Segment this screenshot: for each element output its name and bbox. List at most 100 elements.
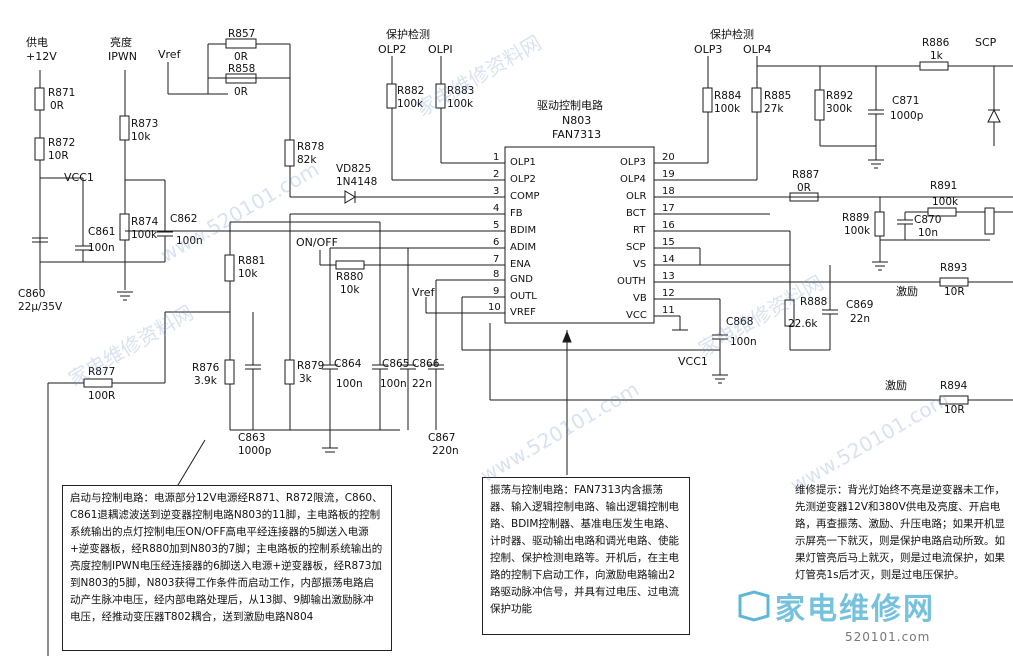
c868-val: 100n [730,336,757,348]
c866-val: 22n [412,378,433,390]
repair-note-text: 维修提示：背光灯始终不亮是逆变器未工作，先测逆变器12V和380V供电及亮度、开… [795,484,1005,581]
vref-top-label: Vref [158,48,181,61]
protect-left-label: 保护检测 [386,28,430,41]
vd825-val: 1N4148 [336,176,378,188]
r858-val: 0R [234,86,248,98]
logo-subtext: 520101.com [845,630,931,644]
r891-val: 100k [932,196,959,208]
c862-val: 100n [176,235,203,247]
logo-text: 家电维修网 [775,592,935,627]
r885-ref: R885 [764,90,792,102]
c861-ref: C861 [88,226,116,238]
c860-val: 22μ/35V [18,301,63,313]
r882-val: 100k [397,98,424,110]
pin-name-olp1: OLP1 [510,157,536,168]
pin-num-16: 16 [662,220,675,231]
r874-ref: R874 [131,216,159,228]
pin-name-outh: OUTH [617,276,646,287]
c862-ref: C862 [170,213,198,225]
c860-ref: C860 [18,288,46,300]
brightness-title: 亮度 [110,36,132,49]
pin-name-olp4: OLP4 [620,174,646,185]
olp4-top-label: OLP4 [743,43,772,56]
pin-name-bdim: BDIM [510,225,537,236]
chip-title: 驱动控制电路 [537,99,603,112]
brightness-ipwn-label: IPWN [108,50,137,63]
pin-num-15: 15 [662,237,675,248]
pin-name-vb: VB [633,293,647,304]
c869-ref: C869 [846,299,874,311]
vd825-ref: VD825 [336,163,372,175]
r878-val: 82k [297,154,317,166]
c861-val: 100n [88,242,115,254]
pin-num-7: 7 [493,254,500,265]
oscillator-note-box: 振荡与控制电路：FAN7313内含振荡器、输入逻辑控制电路、输出逻辑控制电路、B… [482,477,690,635]
r888-val: 22.6k [788,318,818,330]
r878-ref: R878 [297,141,325,153]
logo-icon [738,590,770,622]
oscillator-note-text: 振荡与控制电路：FAN7313内含振荡器、输入逻辑控制电路、输出逻辑控制电路、B… [490,484,679,615]
pin-name-vs: VS [633,259,647,270]
r877-val: 100R [88,390,116,402]
r872-val: 10R [48,150,69,162]
r871-val: 0R [50,100,64,112]
vref-mid-label: Vref [412,286,435,299]
r885-val: 27k [764,103,784,115]
pin-name-olr: OLR [626,191,647,202]
pin-name-olp3: OLP3 [620,157,646,168]
c864-val: 100n [336,378,363,390]
pin-name-olp2: OLP2 [510,174,536,185]
r886-val: 1k [930,50,943,62]
pin-num-11: 11 [662,305,675,316]
c867-val: 220n [432,445,459,457]
pin-name-comp: COMP [510,191,540,202]
c865-ref: C865 [382,358,410,370]
repair-note: 维修提示：背光灯始终不亮是逆变器未工作，先测逆变器12V和380V供电及亮度、开… [795,482,1005,584]
r889-val: 100k [844,225,871,237]
pin-num-9: 9 [493,286,500,297]
r887-val: 0R [797,182,811,194]
r880-ref: R880 [336,271,364,283]
r858-ref: R858 [228,63,256,75]
pin-name-rt: RT [633,225,646,236]
r886-ref: R886 [922,37,950,49]
c871-ref: C871 [892,95,920,107]
olp3-top-label: OLP3 [694,43,723,56]
pin-name-outl: OUTL [510,291,537,302]
pin-name-fb: FB [510,208,523,219]
r881-val: 10k [238,268,258,280]
startup-note-text: 启动与控制电路：电源部分12V电源经R871、R872限流，C860、C861退… [70,492,383,623]
r871-ref: R871 [48,87,76,99]
pin-num-8: 8 [493,269,500,280]
pin-name-bct: BCT [626,208,646,219]
pin-num-5: 5 [493,220,500,231]
r873-val: 10k [131,131,151,143]
pin-num-20: 20 [662,152,675,163]
protect-right-label: 保护检测 [710,28,754,41]
r888-ref: R888 [800,296,828,308]
c870-val: 10n [918,227,939,239]
r882-ref: R882 [397,85,425,97]
pin-num-19: 19 [662,169,675,180]
vcc1-right-label: VCC1 [678,355,708,368]
r873-ref: R873 [131,118,159,130]
pin-num-1: 1 [493,152,500,163]
pin-num-10: 10 [488,302,501,313]
r883-ref: R883 [447,85,475,97]
pin-num-2: 2 [493,169,500,180]
r884-val: 100k [714,103,741,115]
r889-ref: R889 [842,212,870,224]
c869-val: 22n [850,313,871,325]
c864-ref: C864 [334,358,362,370]
r879-val: 3k [299,373,312,385]
r876-ref: R876 [192,362,220,374]
r883-val: 100k [447,98,474,110]
c870-ref: C870 [914,214,942,226]
pin-num-12: 12 [662,288,675,299]
scp-top-label: SCP [975,36,997,49]
pin-num-13: 13 [662,271,675,282]
startup-note-box: 启动与控制电路：电源部分12V电源经R871、R872限流，C860、C861退… [62,485,392,651]
onoff-label: ON/OFF [296,236,338,249]
power-title: 供电 [26,36,48,49]
